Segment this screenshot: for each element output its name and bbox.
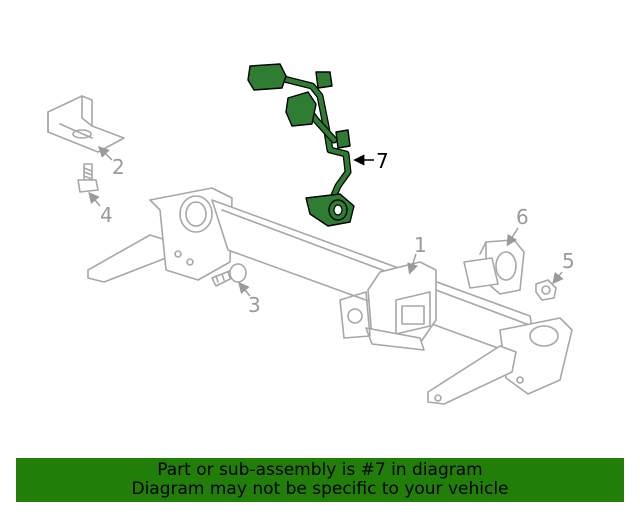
svg-text:6: 6 (516, 205, 529, 229)
bracket-part (47, 95, 125, 153)
callout-1: 1 (407, 233, 427, 275)
banner-line-2: Diagram may not be specific to your vehi… (131, 479, 509, 499)
nut-part (535, 279, 557, 301)
callout-6: 6 (506, 205, 529, 247)
bolt-part-4 (77, 163, 99, 193)
svg-text:3: 3 (248, 293, 261, 317)
svg-text:1: 1 (414, 233, 427, 257)
callout-4: 4 (88, 191, 113, 227)
banner-line-1: Part or sub-assembly is #7 in diagram (157, 460, 483, 480)
svg-text:4: 4 (100, 203, 113, 227)
callout-2: 2 (98, 146, 125, 179)
hitch-frame-part (87, 187, 573, 405)
connector-socket-part (463, 239, 525, 295)
callout-3: 3 (238, 281, 261, 317)
svg-text:2: 2 (112, 155, 125, 179)
wiring-harness-part (247, 63, 355, 227)
svg-text:7: 7 (376, 149, 389, 173)
svg-text:5: 5 (562, 249, 575, 273)
bolt-part-3 (211, 263, 247, 287)
parts-diagram: 1 2 3 4 5 6 7 (47, 63, 575, 405)
callout-5: 5 (552, 249, 575, 285)
info-banner: Part or sub-assembly is #7 in diagram Di… (16, 458, 624, 502)
callout-7: 7 (353, 149, 389, 173)
